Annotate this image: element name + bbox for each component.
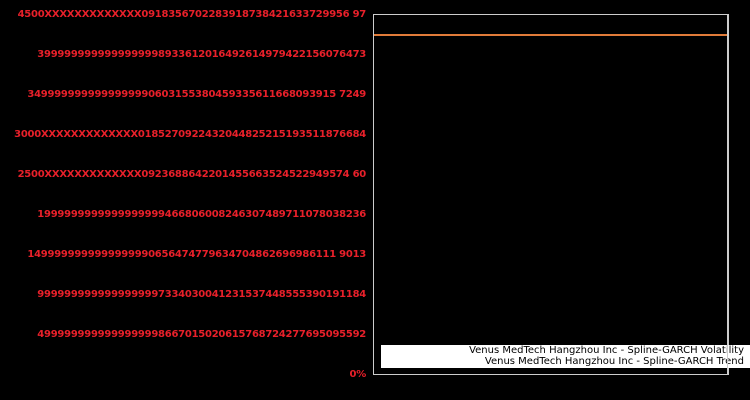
y-tick-label: 0% — [349, 369, 367, 380]
legend: Venus MedTech Hangzhou Inc - Spline-GARC… — [381, 345, 750, 368]
legend-entry-trend: Venus MedTech Hangzhou Inc - Spline-GARC… — [484, 356, 744, 367]
y-tick-label: 2500XXXXXXXXXXXXX09236886422014556635245… — [17, 169, 367, 180]
y-tick-label: 3000XXXXXXXXXXXXX01852709224320448252151… — [14, 129, 366, 140]
legend-entry-volatility: Venus MedTech Hangzhou Inc - Spline-GARC… — [469, 345, 744, 356]
trend-line — [374, 34, 728, 36]
y-tick-label: 3499999999999999990603155380459335611668… — [27, 89, 366, 100]
y-tick-label: 4999999999999999998667015020615768724277… — [37, 329, 366, 340]
y-tick-label: 3999999999999999998933612016492614979422… — [37, 49, 366, 60]
y-tick-label: 1999999999999999999466806008246307489711… — [37, 209, 366, 220]
y-tick-label: 4500XXXXXXXXXXXXX09183567022839187384216… — [17, 9, 367, 20]
plot-frame-right-edge — [727, 14, 728, 374]
y-tick-label: 1499999999999999990656474779634704862696… — [27, 249, 366, 260]
plot-area — [373, 14, 729, 375]
y-tick-label: 9999999999999999997334030041231537448555… — [37, 289, 366, 300]
